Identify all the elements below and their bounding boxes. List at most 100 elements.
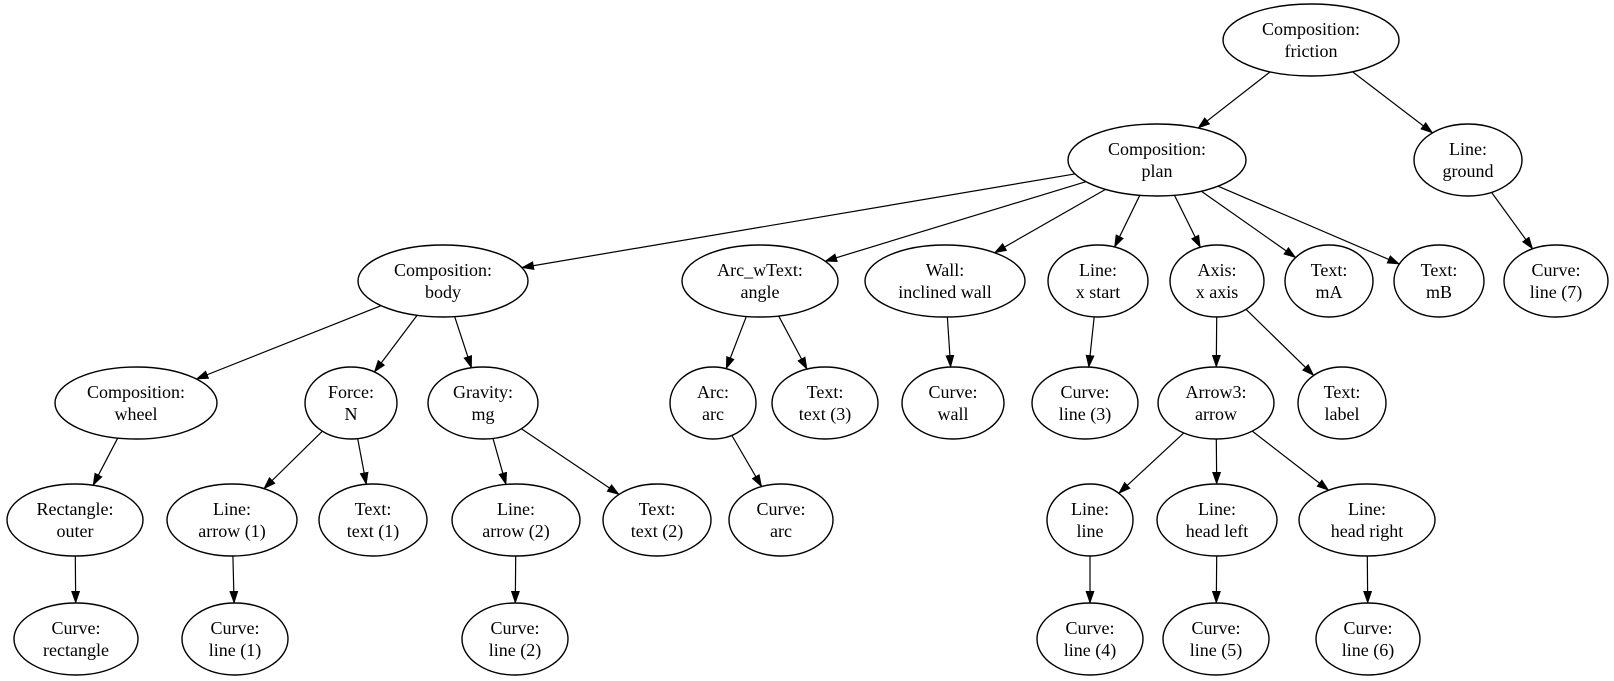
graph-node-curve_wall: Curve:wall [901,366,1005,440]
graph-node-plan: Composition:plan [1067,123,1247,197]
graph-node-arrow: Arrow3:arrow [1157,366,1275,440]
graph-node-mg: Gravity:mg [427,366,539,440]
node-label: Text:text (3) [799,382,851,425]
node-ellipse [1157,366,1275,440]
graph-edge-friction-to-plan [1197,71,1271,129]
node-label: Axis:x axis [1196,260,1239,302]
node-label: Line:arrow (1) [198,499,265,542]
node-label: Gravity:mg [453,382,513,424]
node-label: Curve:line (4) [1064,618,1116,661]
node-label: Curve:wall [929,382,978,424]
graph-node-x_start: Line:x start [1047,244,1149,318]
graph-edge-plan-to-x_start [1114,195,1141,248]
graph-edge-inclined_wall-to-curve_wall [945,316,955,369]
node-label: Line:ground [1443,139,1494,181]
node-label: Curve:line (6) [1342,618,1394,661]
graph-edge-arrow-to-line [1118,432,1185,494]
node-ellipse [357,244,529,318]
graph-edge-N-to-text1 [357,438,369,486]
graph-node-x_axis: Axis:x axis [1169,244,1265,318]
graph-node-friction: Composition:friction [1222,3,1400,77]
graph-edge-x_start-to-line3 [1085,316,1095,369]
node-label: Curve:line (2) [489,618,541,661]
graph-node-body: Composition:body [357,244,529,318]
graph-edge-x_axis-to-label [1245,308,1315,377]
node-label: Line:head left [1186,499,1248,541]
graph-edge-body-to-wheel [195,305,382,380]
node-label: Text:mA [1311,260,1348,302]
node-ellipse [1162,602,1270,676]
graph-node-head_right: Line:head right [1298,483,1436,557]
node-label: Arrow3:arrow [1186,382,1247,424]
graph-node-line7: Curve:line (7) [1503,244,1609,318]
graph-edge-arc-to-curve_arc [731,435,763,488]
node-label: Text:label [1324,382,1361,424]
graph-node-ground: Line:ground [1413,123,1523,197]
node-label: Text:mB [1421,260,1458,302]
node-ellipse [461,602,569,676]
node-ellipse [901,366,1005,440]
node-ellipse [669,366,757,440]
graph-node-N: Force:N [304,366,398,440]
node-label: Composition:plan [1108,139,1206,181]
node-label: Curve:line (5) [1190,618,1242,661]
node-ellipse [318,483,428,557]
graph-edge-angle-to-text3 [778,315,808,371]
graph-node-arc: Arc:arc [669,366,757,440]
graph-nodes: Composition:frictionComposition:planLine… [6,3,1609,676]
graph-edge-plan-to-mB [1217,185,1401,265]
node-ellipse [1284,244,1374,318]
graph-node-line2: Curve:line (2) [461,602,569,676]
node-label: Line:head right [1331,499,1403,541]
node-ellipse [1067,123,1247,197]
node-ellipse [771,366,879,440]
graph-node-arrow1: Line:arrow (1) [166,483,298,557]
node-ellipse [181,602,289,676]
graph-edge-mg-to-arrow2 [492,438,508,486]
graph-node-text1: Text:text (1) [318,483,428,557]
node-ellipse [1298,483,1436,557]
node-label: Line:arrow (2) [482,499,549,542]
node-label: Text:text (2) [631,499,683,542]
node-label: Curve:arc [757,499,806,541]
graph-edge-plan-to-body [520,173,1076,271]
graph-edge-body-to-mg [454,316,473,369]
graph-node-inclined_wall: Wall:inclined wall [864,244,1026,318]
graph-node-line: Line:line [1046,483,1134,557]
node-label: Curve:rectangle [43,618,109,660]
graph-node-head_left: Line:head left [1156,483,1278,557]
node-ellipse [1222,3,1400,77]
graph-edge-mg-to-text2 [521,428,620,495]
node-ellipse [864,244,1026,318]
graph-node-outer: Rectangle:outer [6,483,144,557]
node-label: Wall:inclined wall [898,260,991,302]
node-label: Rectangle:outer [37,499,114,541]
node-ellipse [166,483,298,557]
node-ellipse [1047,244,1149,318]
node-label: Arc_wText:angle [717,260,803,302]
graph-node-line5: Curve:line (5) [1162,602,1270,676]
node-label: Text:text (1) [347,499,399,542]
node-ellipse [1046,483,1134,557]
graph-node-angle: Arc_wText:angle [681,244,839,318]
graph-node-arrow2: Line:arrow (2) [451,483,581,557]
graph-edge-ground-to-line7 [1491,192,1534,250]
node-ellipse [6,483,144,557]
graph-node-mB: Text:mB [1393,244,1485,318]
graph-node-text3: Text:text (3) [771,366,879,440]
graph-edge-angle-to-arc [725,316,747,370]
node-label: Arc:arc [697,382,729,424]
node-label: Curve:line (7) [1530,260,1582,303]
graph-edge-plan-to-x_axis [1173,195,1201,249]
graph-node-mA: Text:mA [1284,244,1374,318]
graph-node-text2: Text:text (2) [602,483,712,557]
graph-edge-plan-to-angle [824,181,1087,262]
node-label: Line:x start [1076,260,1121,302]
graph-node-line6: Curve:line (6) [1315,602,1421,676]
graph-edge-plan-to-inclined_wall [993,188,1106,254]
graph-node-line4: Curve:line (4) [1036,602,1144,676]
graph-edges [71,71,1534,605]
node-ellipse [54,366,218,440]
